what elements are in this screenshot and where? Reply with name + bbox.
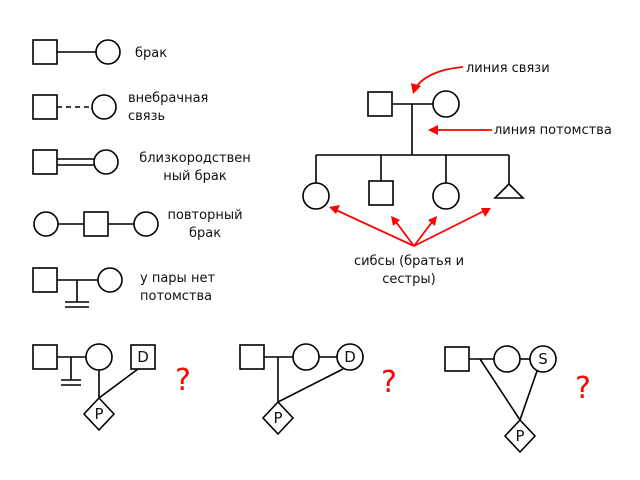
sib-female-2 xyxy=(432,182,460,210)
proband-diamond xyxy=(261,400,295,436)
male-square xyxy=(239,344,265,370)
link-line-2 xyxy=(277,368,344,403)
female-circle xyxy=(493,345,521,373)
proband-diamond xyxy=(503,418,537,454)
legend-remarriage-label-2: брак xyxy=(189,226,221,241)
puzzle-2-question: ? xyxy=(381,365,397,400)
father-square xyxy=(367,91,393,117)
union-line-label: линия связи xyxy=(466,61,550,76)
female-circle xyxy=(133,211,159,237)
sib-arrow-2 xyxy=(395,221,415,247)
link-line-1 xyxy=(479,358,521,421)
female-circle xyxy=(93,149,119,175)
puzzle-1-question: ? xyxy=(175,363,191,398)
male-square xyxy=(32,94,58,120)
male-square xyxy=(83,211,109,237)
sibs-label-2: сестры) xyxy=(382,272,435,287)
legend-extramarital-label-2: связь xyxy=(128,109,165,124)
legend-consanguineous-label-1: близкородствен xyxy=(139,151,251,166)
female-circle xyxy=(95,39,121,65)
legend-extramarital: внебрачная связь xyxy=(32,91,208,124)
mother-circle xyxy=(432,90,460,118)
sib-miscarriage-triangle xyxy=(493,182,525,199)
puzzle-1-symbol-label: D xyxy=(137,348,149,366)
legend-no-offspring-label-1: у пары нет xyxy=(140,271,215,286)
puzzle-2: D P ? xyxy=(239,343,397,436)
sibs-label-1: сибсы (братья и xyxy=(354,254,464,269)
male-square xyxy=(32,149,58,175)
male-square xyxy=(32,344,58,370)
legend-no-offspring-label-2: потомства xyxy=(140,289,212,304)
puzzle-1: D P ? xyxy=(32,343,191,432)
female-circle xyxy=(292,343,320,371)
sib-arrowhead-3 xyxy=(428,216,437,226)
sib-arrowhead-4 xyxy=(481,208,491,217)
puzzle-1-proband-label: P xyxy=(94,405,103,423)
male-square xyxy=(444,346,470,372)
female-circle xyxy=(91,94,117,120)
legend-remarriage: повторный брак xyxy=(33,208,243,241)
example-pedigree: линия связи линия потомства сибсы (брать… xyxy=(302,61,612,287)
legend-marriage: брак xyxy=(32,39,167,65)
link-line-2 xyxy=(519,370,538,421)
descent-line-label: линия потомства xyxy=(494,123,612,138)
puzzle-2-proband-label: P xyxy=(273,409,282,427)
male-square xyxy=(32,39,58,65)
union-arrowhead xyxy=(411,83,421,94)
puzzle-3-symbol-label: S xyxy=(538,350,548,368)
sib-arrowhead-2 xyxy=(391,216,400,226)
proband-diamond xyxy=(82,396,116,432)
legend-extramarital-label-1: внебрачная xyxy=(128,91,208,106)
sib-arrow-3 xyxy=(413,221,433,247)
legend-consanguineous: близкородствен ный брак xyxy=(32,149,251,184)
puzzle-3-proband-label: P xyxy=(515,427,524,445)
legend-remarriage-label-1: повторный xyxy=(167,208,242,223)
sib-male xyxy=(368,180,394,206)
sib-arrowhead-1 xyxy=(329,205,340,214)
sib-arrow-1 xyxy=(335,209,415,247)
puzzle-3: S P ? xyxy=(444,345,591,454)
legend-consanguineous-label-2: ный брак xyxy=(163,169,227,184)
link-line-2 xyxy=(98,368,139,399)
female-circle-labelled xyxy=(336,343,364,371)
circle-labelled xyxy=(529,345,557,373)
puzzle-2-symbol-label: D xyxy=(344,348,356,366)
descent-arrowhead xyxy=(428,125,438,135)
union-arrow xyxy=(415,66,464,89)
female-circle xyxy=(33,211,59,237)
male-square xyxy=(32,267,58,293)
female-circle xyxy=(97,267,123,293)
legend-marriage-label: брак xyxy=(135,46,167,61)
male-square-labelled xyxy=(130,344,156,370)
legend-no-offspring: у пары нет потомства xyxy=(32,267,215,308)
sib-female-1 xyxy=(302,182,330,210)
sib-arrow-4 xyxy=(413,210,485,247)
puzzle-3-question: ? xyxy=(575,371,591,406)
female-circle xyxy=(85,343,113,371)
